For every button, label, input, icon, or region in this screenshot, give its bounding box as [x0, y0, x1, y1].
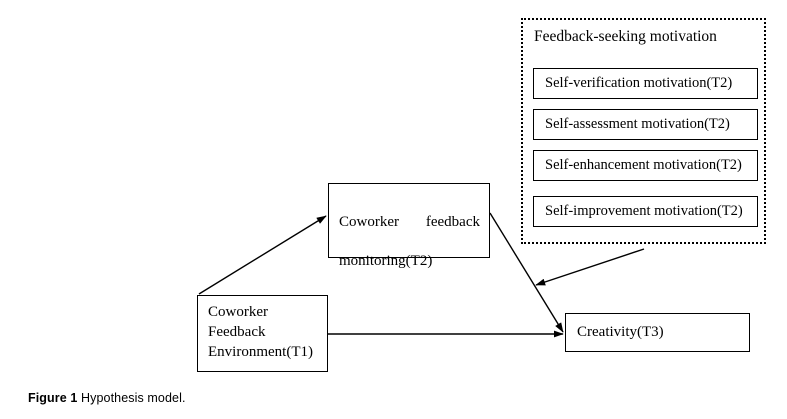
arrow-motivation-moderation — [535, 248, 645, 286]
node-monitoring-line2: monitoring(T2) — [339, 253, 433, 270]
node-creativity: Creativity(T3) — [565, 313, 750, 352]
motivation-box-self-assessment: Self-assessment motivation(T2) — [533, 109, 758, 140]
figure-caption: Figure 1 Hypothesis model. — [28, 391, 186, 405]
node-environment-label: Coworker Feedback Environment(T1) — [208, 304, 313, 360]
moderator-panel-title: Feedback-seeking motivation — [534, 28, 717, 45]
node-coworker-feedback-monitoring: Coworker feedback monitoring(T2) — [328, 183, 490, 269]
node-creativity-label: Creativity(T3) — [577, 323, 664, 340]
node-monitoring-line1: Coworker feedback — [339, 213, 480, 230]
node-coworker-feedback-environment: Coworker Feedback Environment(T1) — [197, 295, 328, 372]
motivation-box-self-verification: Self-verification motivation(T2) — [533, 68, 758, 99]
motivation-box-self-enhancement: Self-enhancement motivation(T2) — [533, 150, 758, 181]
arrow-environment-to-monitoring — [198, 215, 327, 295]
figure-caption-label: Figure 1 — [28, 391, 78, 405]
node-monitoring-label: Coworker feedback monitoring(T2) — [339, 193, 480, 292]
feedback-seeking-motivation-panel: Feedback-seeking motivation Self-verific… — [521, 18, 766, 244]
motivation-box-self-improvement: Self-improvement motivation(T2) — [533, 196, 758, 227]
figure-caption-text: Hypothesis model. — [77, 391, 186, 405]
arrow-monitoring-to-creativity — [489, 212, 564, 333]
